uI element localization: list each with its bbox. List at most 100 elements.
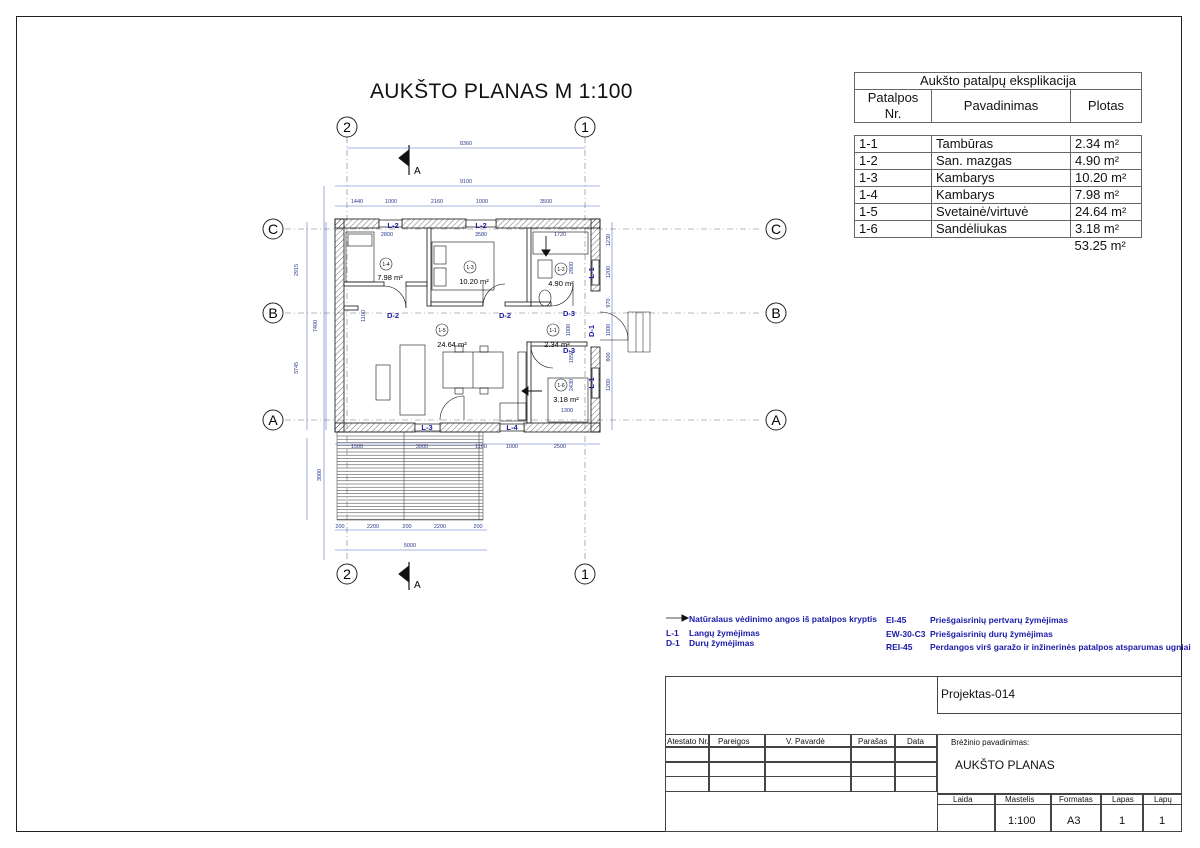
dim-left-total: 7400 (313, 320, 319, 332)
legend-rei-code: REI-45 (886, 642, 913, 652)
legend-ei-code: EI-45 (886, 615, 907, 625)
explication-total: 53.25 m² (1074, 238, 1126, 253)
legend-window-text: Langų žymėjimas (689, 628, 760, 638)
dim-top-part-3: 2160 (431, 199, 443, 205)
dim-right-part-3: 970 (606, 298, 612, 307)
dim-inner-top-1: 2800 (381, 232, 393, 238)
dim-inner-mid-2: 1850 (569, 351, 575, 363)
windows (378, 219, 600, 432)
sig-row (665, 762, 937, 777)
furniture (345, 231, 589, 423)
table-cell: 24.64 m² (1070, 203, 1142, 221)
dim-right-part-2: 1200 (606, 266, 612, 278)
tag-window-l1-bottom: L-1 (587, 377, 596, 388)
dim-deck-part-4: 2200 (434, 524, 446, 530)
entrance-steps (627, 311, 651, 353)
dim-left-part-1: 2915 (294, 264, 300, 276)
drawing-name-cell (937, 734, 1182, 794)
room-area-1-4: 7.98 m² (377, 273, 403, 282)
table-row: 1-5 Svetainė/virtuvė 24.64 m² (854, 203, 1142, 221)
table-cell: 4.90 m² (1070, 152, 1142, 170)
room-bubbles (379, 257, 568, 392)
sig-row (665, 747, 937, 762)
table-cell: 7.98 m² (1070, 186, 1142, 204)
dim-right-part-5: 1000 (566, 324, 572, 336)
dim-top-part-2: 1000 (385, 199, 397, 205)
room-id-1-1: 1-1 (549, 328, 556, 334)
axis-label-b-right: B (771, 305, 780, 321)
tag-door-d3-bottom: D-3 (563, 346, 575, 355)
table-cell: 1-2 (854, 152, 932, 170)
col-header-data: Data (907, 737, 924, 746)
dim-deck-depth: 3000 (317, 469, 323, 481)
room-id-1-4: 1-4 (382, 262, 389, 268)
bottom-header-lapu: Lapų (1154, 795, 1172, 804)
section-label-top: A (414, 166, 421, 177)
dim-top-upper: 8360 (460, 141, 472, 147)
dim-deck-total: 5000 (404, 543, 416, 549)
doors (383, 283, 629, 421)
table-cell: 1-6 (854, 220, 932, 238)
tag-door-d1: D-1 (587, 325, 596, 337)
axis-label-a-right: A (771, 412, 781, 428)
dim-inner-top-3: 1720 (554, 232, 566, 238)
table-cell: 1-3 (854, 169, 932, 187)
axis-label-1-top: 1 (581, 119, 589, 135)
tag-door-d2-mid: D-2 (499, 311, 511, 320)
drawing-name-label: Brėžinio pavadinimas: (951, 738, 1030, 747)
legend-door-code: D-1 (666, 638, 680, 648)
legend-ei-text: Priešgaisrinių pertvarų žymėjimas (930, 615, 1068, 625)
dim-deck-part-5: 200 (473, 524, 482, 530)
room-area-1-3: 10.20 m² (459, 277, 489, 286)
table-row: 1-3 Kambarys 10.20 m² (854, 169, 1142, 187)
bottom-header-mastelis: Mastelis (1005, 795, 1035, 804)
bottom-header-row (937, 794, 1182, 805)
tag-window-l2-left: L-2 (387, 221, 398, 230)
col-header-pareigos: Pareigos (718, 737, 750, 746)
legend-window-code: L-1 (666, 628, 679, 638)
drawing-frame (16, 16, 1182, 832)
table-cell: Sandėliukas (931, 220, 1071, 238)
table-row: 1-4 Kambarys 7.98 m² (854, 186, 1142, 204)
col-header-pavarde: V. Pavardė (786, 737, 825, 746)
axis-label-c-left: C (268, 221, 278, 237)
table-cell: Tambūras (931, 135, 1071, 153)
drawing-name: AUKŠTO PLANAS (955, 758, 1055, 772)
legend-ew-text: Priešgaisrinių durų žymėjimas (930, 629, 1053, 639)
col-header-atestato: Atestato Nr. (667, 737, 709, 746)
table-cell: 2.34 m² (1070, 135, 1142, 153)
bottom-value-mastelis: 1:100 (1008, 815, 1036, 827)
dim-bottom-part-5: 2500 (554, 444, 566, 450)
tag-door-d2-left: D-2 (387, 311, 399, 320)
table-cell: 1-5 (854, 203, 932, 221)
bottom-header-formatas: Formatas (1059, 795, 1093, 804)
axis-label-c-right: C (771, 221, 781, 237)
dim-inner-mid-3: 2800 (569, 262, 575, 274)
dim-right-part-8: 2430 (569, 379, 575, 391)
explication-title: Aukšto patalpų eksplikacija (854, 72, 1142, 90)
table-cell: San. mazgas (931, 152, 1071, 170)
title-block: Projektas-014 Atestato Nr. Pareigos V. P… (665, 676, 1182, 832)
dim-bottom-part-3: 1100 (475, 444, 487, 450)
legend-rei-text: Perdangos virš garažo ir inžinerinės pat… (930, 642, 1191, 652)
dim-bottom-part-4: 1000 (506, 444, 518, 450)
project-cell (937, 676, 1182, 714)
room-area-1-1: 2.34 m² (544, 340, 570, 349)
table-row: 1-2 San. mazgas 4.90 m² (854, 152, 1142, 170)
room-id-1-6: 1-6 (557, 383, 564, 389)
bottom-value-lapu: 1 (1159, 815, 1166, 827)
dim-top-part-1: 1440 (351, 199, 363, 205)
table-cell: 3.18 m² (1070, 220, 1142, 238)
bottom-header-lapas: Lapas (1112, 795, 1134, 804)
tag-window-l2-right: L-2 (475, 221, 486, 230)
legend-vent-text: Natūralaus vėdinimo angos iš patalpos kr… (689, 614, 877, 624)
room-id-1-3: 1-3 (466, 265, 473, 271)
room-explication-table: Aukšto patalpų eksplikacija Patalpos Nr.… (854, 72, 1142, 254)
table-row: 1-1 Tambūras 2.34 m² (854, 135, 1142, 153)
axis-label-a-left: A (268, 412, 278, 428)
axis-label-2-bottom: 2 (343, 566, 351, 582)
dim-top-part-5: 3500 (540, 199, 552, 205)
header-row (665, 734, 937, 747)
table-cell: 1-4 (854, 186, 932, 204)
table-row: 1-6 Sandėliukas 3.18 m² (854, 220, 1142, 238)
